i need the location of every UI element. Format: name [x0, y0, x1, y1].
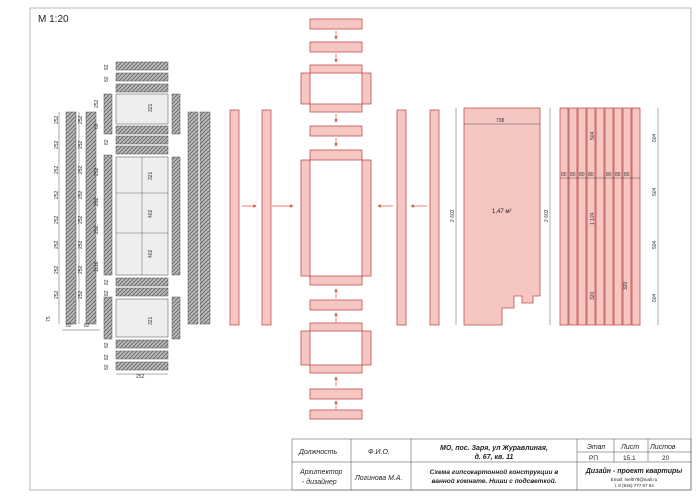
svg-text:252: 252 [136, 374, 145, 380]
stage-label: Этап [587, 444, 605, 451]
gkl-panel [261, 109, 272, 326]
col-position-label: Должность [298, 449, 338, 456]
tile-strip [171, 93, 181, 135]
gkl-strips: 80 80 80 80 80 80 80 504 1 124 320 320 5… [559, 107, 659, 326]
svg-text:252: 252 [94, 225, 100, 234]
svg-text:252: 252 [94, 99, 100, 108]
svg-text:252: 252 [94, 197, 100, 206]
svg-text:82: 82 [104, 139, 110, 145]
left-dim-labels-2: 252 252 252 252 252 252 252 252 [78, 115, 84, 299]
tile-strip [171, 296, 181, 340]
subject-line-1: Схема гипсокартонной конструкции в [430, 468, 558, 476]
svg-text:80: 80 [579, 172, 585, 178]
tile-strip [171, 156, 181, 276]
svg-text:1116: 1116 [94, 261, 100, 272]
svg-text:321: 321 [148, 316, 154, 325]
svg-text:75: 75 [46, 316, 52, 322]
svg-text:252: 252 [78, 115, 84, 124]
niche-elevation [103, 61, 169, 371]
svg-text:252: 252 [54, 290, 60, 299]
svg-text:252: 252 [54, 240, 60, 249]
tile-column-right [187, 111, 199, 325]
svg-text:252: 252 [78, 240, 84, 249]
svg-text:82: 82 [104, 64, 110, 70]
svg-text:252: 252 [78, 215, 84, 224]
gkl-panel [429, 109, 440, 326]
svg-text:2 602: 2 602 [450, 209, 456, 222]
svg-text:402: 402 [148, 209, 154, 218]
col-name-label: Ф.И.О. [368, 449, 390, 456]
left-dim-labels: 252 252 252 252 252 252 252 252 75 [46, 115, 60, 322]
svg-text:252: 252 [54, 140, 60, 149]
subject-line-2: ванной комнате. Ниши с подсветкой. [431, 477, 556, 485]
svg-text:320: 320 [590, 291, 596, 300]
scale-label: М 1:20 [38, 14, 69, 25]
niche-dim-labels: 82 82 252 60 321 82 252 321 252 402 252 … [94, 64, 154, 380]
svg-text:60: 60 [94, 123, 100, 129]
address-line-1: МО, пос. Заря, ул Журавлиная, [440, 445, 548, 452]
svg-text:82: 82 [84, 323, 90, 329]
company-name: Дизайн - проект квартиры [585, 467, 683, 475]
stage-value: РП [589, 455, 598, 462]
title-block: Должность Ф.И.О. Архитектор - дизайнер Л… [291, 438, 692, 491]
svg-text:252: 252 [54, 190, 60, 199]
svg-text:80: 80 [588, 172, 594, 178]
svg-text:504: 504 [590, 131, 596, 140]
svg-text:504: 504 [652, 133, 658, 142]
address-line-2: д. 67, кв. 11 [475, 453, 514, 461]
svg-text:82: 82 [104, 76, 110, 82]
svg-text:1,47 м²: 1,47 м² [492, 209, 511, 215]
svg-text:82: 82 [104, 342, 110, 348]
svg-text:82: 82 [104, 279, 110, 285]
gkl-sheet-area: 738 1,47 м² 2 602 2 602 [450, 107, 551, 326]
svg-text:321: 321 [148, 103, 154, 112]
svg-text:1 124: 1 124 [590, 212, 596, 225]
svg-text:80: 80 [570, 172, 576, 178]
sheets-value: 20 [662, 455, 670, 462]
svg-text:252: 252 [94, 167, 100, 176]
svg-text:252: 252 [54, 165, 60, 174]
svg-text:82: 82 [66, 323, 72, 329]
svg-text:252: 252 [78, 265, 84, 274]
svg-text:252: 252 [78, 140, 84, 149]
company-email: Email: mel078@mail.ru [611, 477, 658, 482]
svg-text:504: 504 [652, 293, 658, 302]
niche-box-assembly [300, 18, 372, 420]
tile-column-left-1 [65, 111, 77, 325]
sheet-label: Лист [620, 444, 639, 451]
svg-text:738: 738 [496, 118, 505, 124]
company-phone: т. 8 (916) 777 67 54 [614, 483, 654, 488]
svg-text:82: 82 [104, 290, 110, 296]
sheets-label: Листов [649, 444, 676, 451]
svg-text:252: 252 [54, 265, 60, 274]
svg-text:504: 504 [652, 187, 658, 196]
svg-text:80: 80 [606, 172, 612, 178]
svg-text:82: 82 [104, 354, 110, 360]
svg-text:252: 252 [78, 190, 84, 199]
svg-text:321: 321 [148, 171, 154, 180]
tile-column-right [199, 111, 211, 325]
svg-text:252: 252 [78, 165, 84, 174]
svg-text:2 602: 2 602 [544, 209, 550, 222]
svg-text:252: 252 [78, 290, 84, 299]
gkl-panel [229, 109, 240, 326]
svg-text:80: 80 [561, 172, 567, 178]
svg-text:82: 82 [104, 364, 110, 370]
position-line-1: Архитектор [299, 469, 342, 476]
position-line-2: - дизайнер [302, 478, 337, 486]
svg-text:252: 252 [54, 115, 60, 124]
person-name: Логинова М.А. [354, 475, 403, 482]
svg-text:80: 80 [624, 172, 630, 178]
gkl-panel [396, 109, 407, 326]
svg-text:80: 80 [615, 172, 621, 178]
tile-column-left-2 [85, 111, 97, 325]
svg-text:504: 504 [652, 240, 658, 249]
sheet-value: 15.1 [623, 455, 636, 462]
svg-text:252: 252 [54, 215, 60, 224]
svg-text:320: 320 [623, 281, 629, 290]
svg-text:402: 402 [148, 249, 154, 258]
